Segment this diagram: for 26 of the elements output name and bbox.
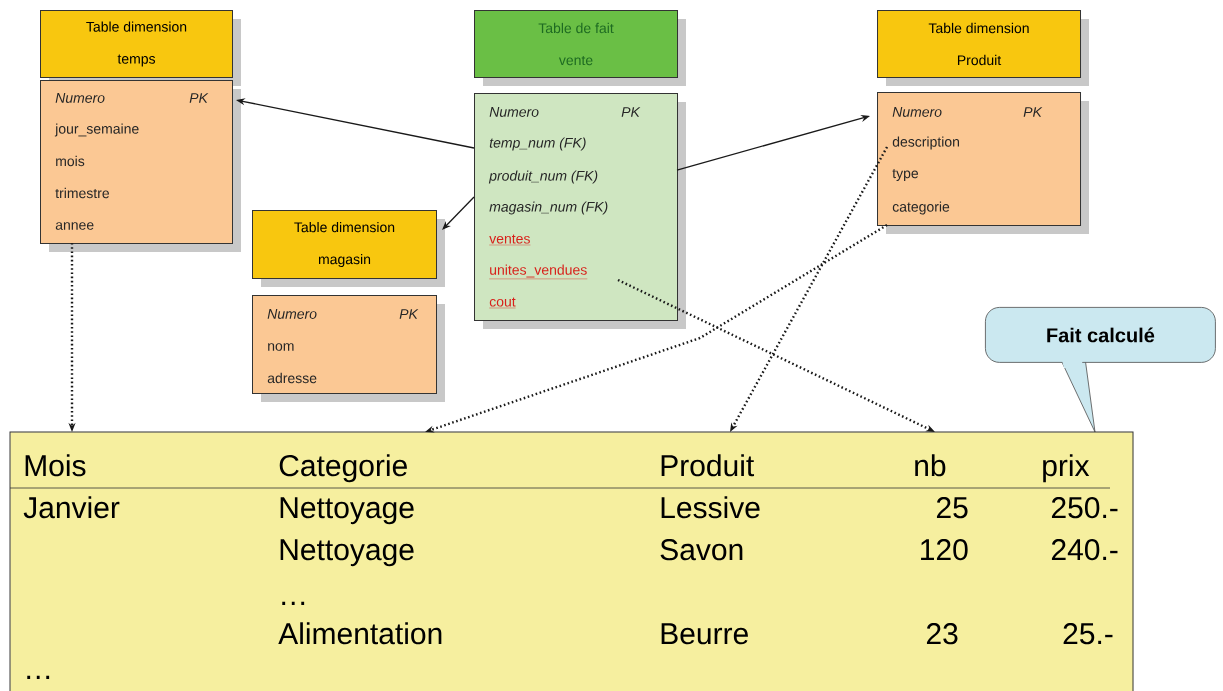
column-heading: prix (1043, 454, 1090, 483)
table-entry: 25.- (1063, 623, 1113, 645)
table-header: Table dimension magasin (252, 210, 445, 287)
table-header: Table de fait vente (474, 10, 686, 86)
column-heading: nb (915, 454, 946, 477)
table-entry: Lessive (661, 496, 760, 519)
column-heading: Produit (661, 454, 754, 477)
arrow (442, 196, 475, 230)
callout-bubble: Fait calculé (985, 307, 1216, 433)
table-header: Table dimension temps (40, 10, 241, 86)
table-entry: 23 (926, 623, 958, 645)
table-entry: 25 (936, 497, 968, 519)
column-heading: Mois (25, 454, 86, 477)
table-entry: Savon (660, 539, 743, 561)
table-entry: Nettoyage (280, 539, 414, 567)
table-entry: Alimentation (278, 622, 442, 645)
table-header: Table dimension Produit (877, 10, 1089, 86)
table-entry: Nettoyage (280, 497, 414, 525)
table-entry: 120 (921, 539, 968, 561)
table-entry: Beurre (661, 623, 748, 645)
column-heading: Categorie (279, 454, 407, 483)
table-entry: … (27, 675, 50, 679)
table-entry: 250.- (1051, 497, 1118, 519)
table-entry: … (282, 601, 305, 605)
table-entry: Janvier (23, 496, 120, 519)
table-entry: 240.- (1051, 539, 1118, 561)
